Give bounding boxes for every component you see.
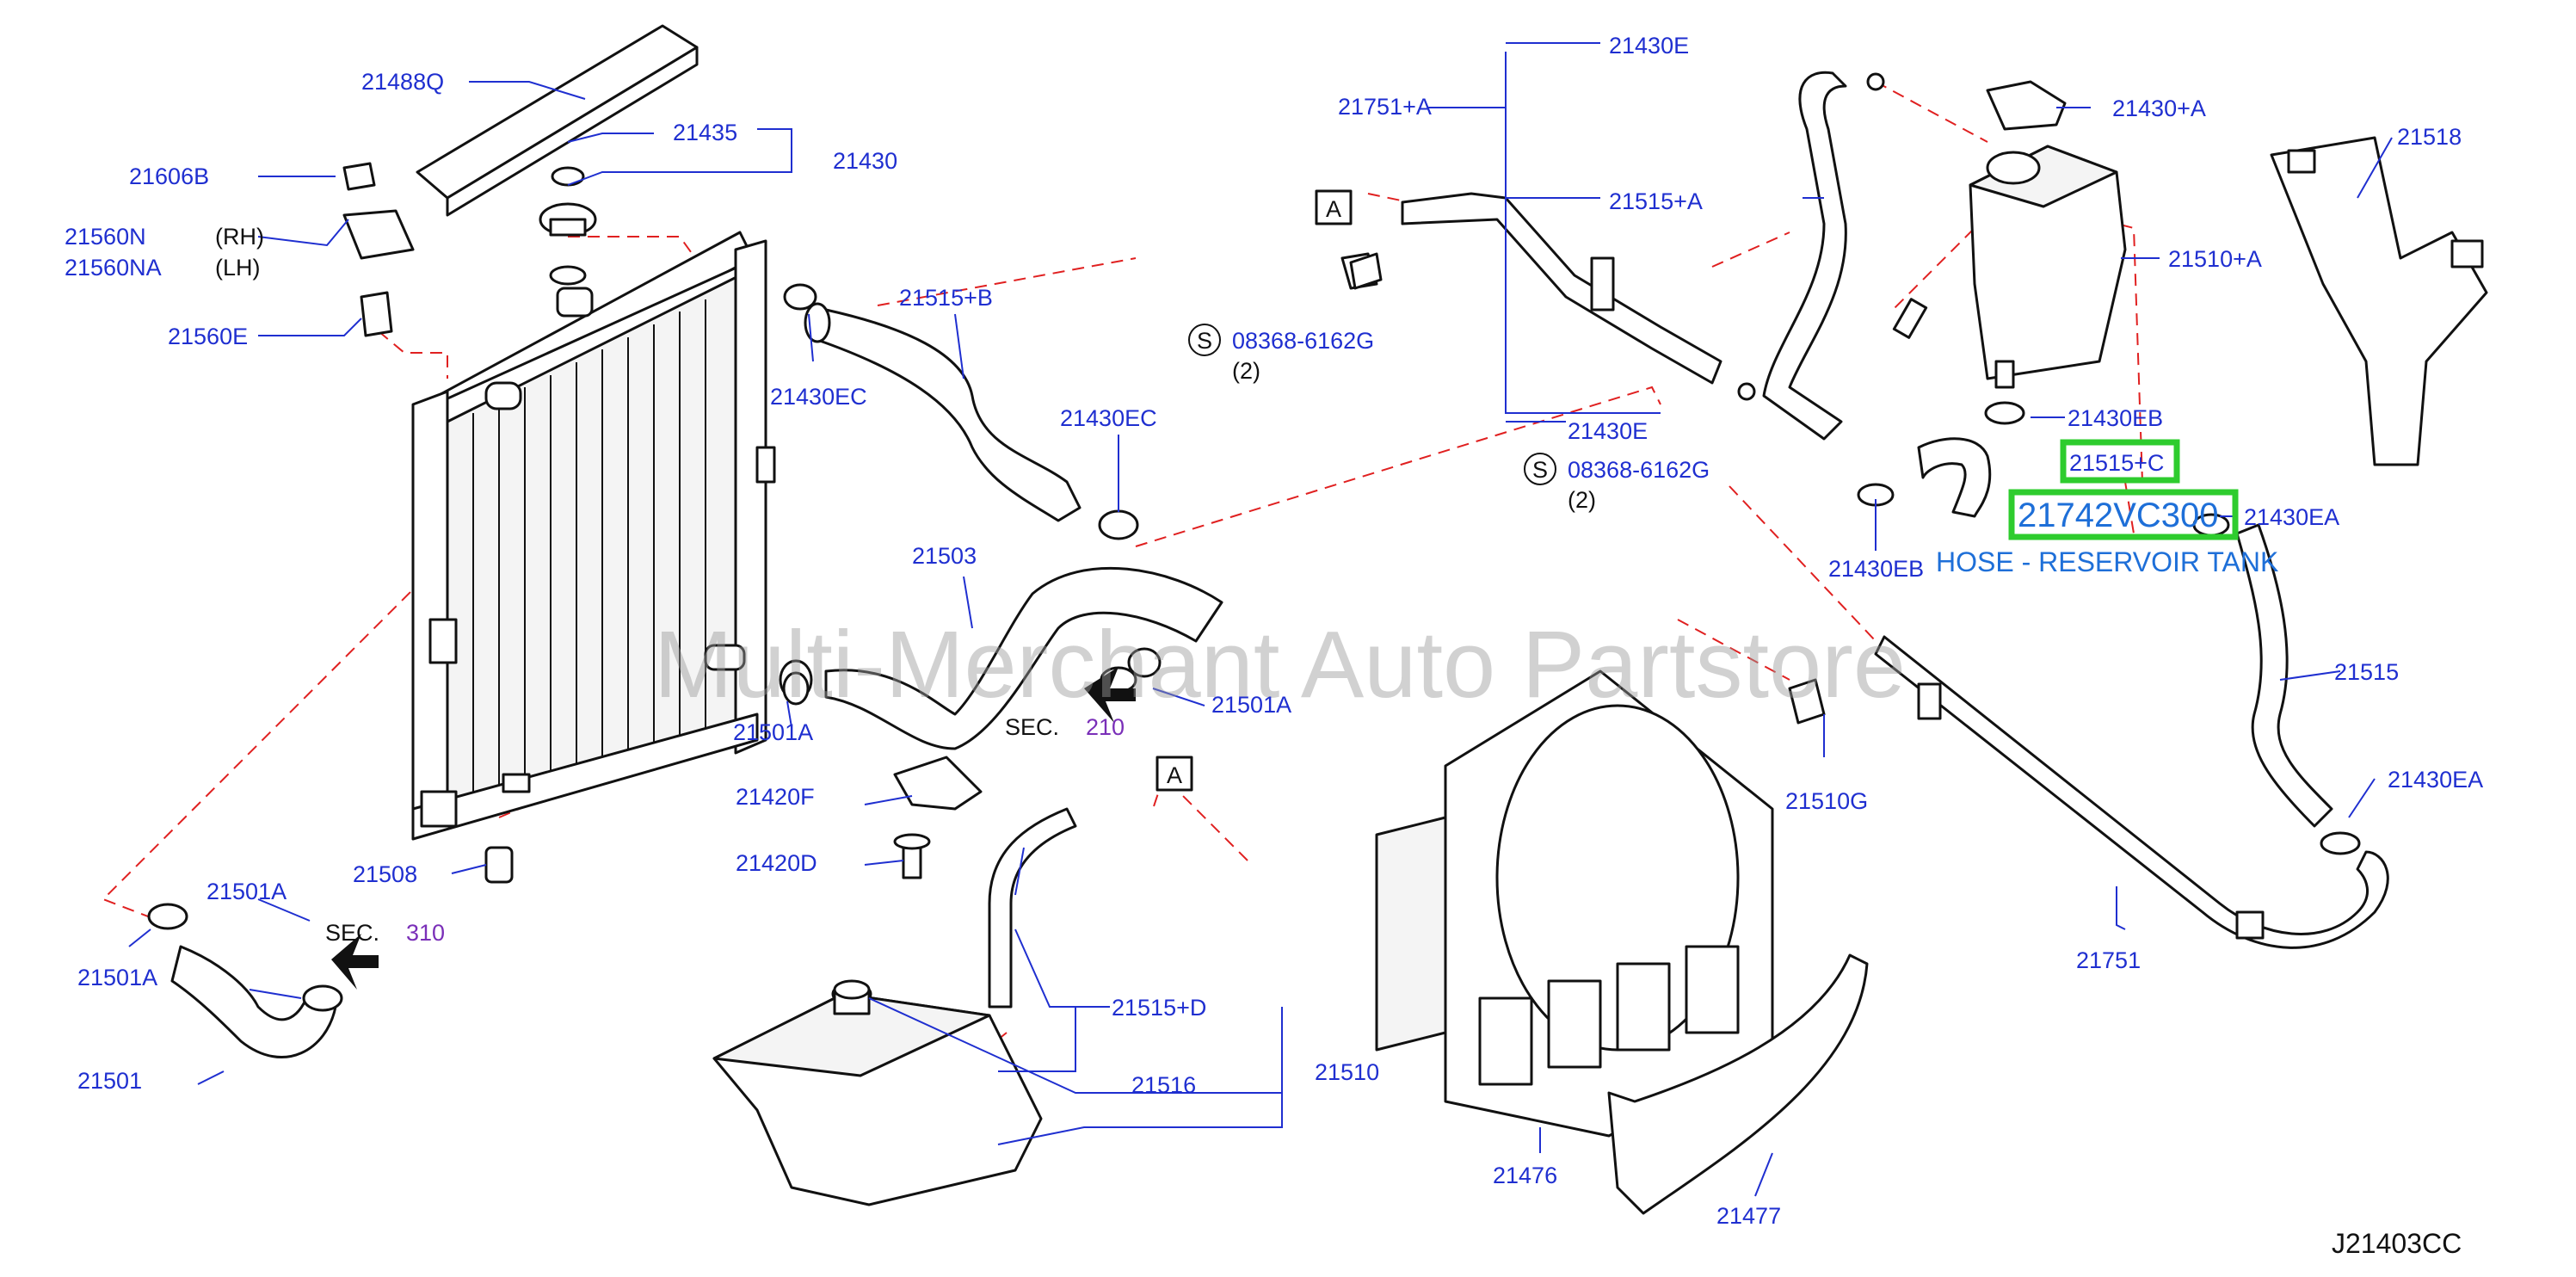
label-sec-210-number[interactable]: 210 [1086, 714, 1125, 740]
label-21430A[interactable]: 21430+A [2112, 96, 2206, 121]
lower-shroud [1607, 953, 1869, 1215]
label-21430E-top[interactable]: 21430E [1609, 33, 1689, 59]
reservoir-tank-lower [712, 979, 1043, 1206]
marker-a-top: A [1326, 196, 1341, 222]
part-labels: 21488Q 21435 21430 21606B 21560N (RH) 21… [65, 33, 2483, 1229]
reservoir-tank-upper [1969, 80, 2127, 389]
diagram-code: J21403CC [2332, 1228, 2462, 1259]
bolt-callouts: S 08368-6162G (2) S 08368-6162G (2) [1188, 324, 1710, 513]
label-21501A-lower-left[interactable]: 21501A [77, 965, 157, 990]
lower-left-hose [147, 903, 343, 1058]
overflow-hose [988, 807, 1077, 1009]
vent-hose-tall [1737, 71, 1885, 441]
highlight-description: HOSE - RESERVOIR TANK [1936, 546, 2278, 577]
label-21510[interactable]: 21510 [1315, 1059, 1379, 1085]
label-21501A-lower-mid[interactable]: 21501A [206, 879, 287, 904]
leader-lines [128, 42, 2393, 1197]
label-sec-210: SEC. [1005, 714, 1059, 740]
radiator-seal [416, 24, 699, 217]
highlight-ref-box[interactable] [2060, 439, 2180, 484]
label-bolt-top[interactable]: 08368-6162G [1232, 328, 1374, 354]
label-21515[interactable]: 21515 [2334, 659, 2399, 685]
fan-shroud [1375, 669, 1774, 1138]
center-pipe-assembly [1340, 192, 1722, 385]
highlighted-part-callout[interactable]: 21515+C 21742VC300 HOSE - RESERVOIR TANK [1936, 450, 2278, 577]
label-lh: (LH) [215, 255, 261, 281]
label-21751A[interactable]: 21751+A [1338, 94, 1432, 120]
label-bolt-bottom[interactable]: 08368-6162G [1568, 457, 1710, 483]
label-21435[interactable]: 21435 [673, 120, 737, 145]
label-21430E-bottom[interactable]: 21430E [1568, 418, 1648, 444]
label-bolt-bottom-qty: (2) [1568, 487, 1596, 513]
upper-hose [783, 283, 1139, 540]
highlight-part-number[interactable]: 21742VC300 [2018, 497, 2219, 534]
label-21515A[interactable]: 21515+A [1609, 188, 1703, 214]
long-hose [2235, 523, 2333, 828]
label-21501A-center[interactable]: 21501A [733, 719, 813, 745]
label-21515D[interactable]: 21515+D [1112, 995, 1206, 1021]
sec-arrows [331, 667, 1136, 990]
radiator-cap [539, 166, 597, 237]
label-21510G[interactable]: 21510G [1785, 788, 1868, 814]
label-21503[interactable]: 21503 [912, 543, 977, 569]
label-21508[interactable]: 21508 [353, 861, 417, 887]
highlight-part-box[interactable] [2008, 489, 2239, 540]
label-21515B[interactable]: 21515+B [899, 285, 993, 311]
bolt-s-symbol-top: S [1197, 328, 1212, 354]
label-sec-310: SEC. [325, 920, 379, 946]
label-21518[interactable]: 21518 [2397, 124, 2462, 150]
label-21560N[interactable]: 21560N [65, 224, 146, 250]
label-21488Q[interactable]: 21488Q [361, 69, 444, 95]
label-21430EB-left[interactable]: 21430EB [1828, 556, 1924, 582]
watermark: Multi-Merchant Auto Partstore [654, 612, 1906, 718]
label-21560NA[interactable]: 21560NA [65, 255, 162, 281]
marker-a-bottom: A [1167, 762, 1182, 788]
label-21476[interactable]: 21476 [1493, 1163, 1557, 1188]
tank-bracket [2270, 136, 2488, 466]
label-21430[interactable]: 21430 [833, 148, 897, 174]
label-21430EC-right[interactable]: 21430EC [1060, 405, 1157, 431]
label-21606B[interactable]: 21606B [129, 163, 209, 189]
label-21751[interactable]: 21751 [2076, 947, 2141, 973]
hose-bracket [893, 756, 983, 879]
radiator [411, 231, 776, 841]
label-21501A-right[interactable]: 21501A [1211, 692, 1291, 718]
label-21477[interactable]: 21477 [1716, 1203, 1781, 1229]
label-21501[interactable]: 21501 [77, 1068, 142, 1094]
label-rh: (RH) [215, 224, 264, 250]
label-bolt-top-qty: (2) [1232, 358, 1260, 384]
overflow-tube [1874, 635, 2389, 949]
label-21420F[interactable]: 21420F [736, 784, 815, 810]
bolt-s-symbol-bottom: S [1532, 457, 1548, 483]
reference-markers: A A [1156, 189, 1353, 792]
drain-plug [484, 846, 514, 884]
label-21430EC-left[interactable]: 21430EC [770, 384, 867, 410]
screws [1349, 252, 1928, 725]
label-21430EA-lower[interactable]: 21430EA [2388, 767, 2483, 793]
label-sec-310-number[interactable]: 310 [406, 920, 445, 946]
mount-bracket-parts [342, 162, 415, 337]
label-21510A[interactable]: 21510+A [2168, 246, 2262, 272]
label-21430EA-upper[interactable]: 21430EA [2244, 504, 2339, 530]
highlight-ref-label[interactable]: 21515+C [2069, 450, 2164, 476]
label-21560E[interactable]: 21560E [168, 324, 248, 349]
label-21420D[interactable]: 21420D [736, 850, 817, 876]
label-21430EB-right[interactable]: 21430EB [2068, 405, 2163, 431]
label-21516[interactable]: 21516 [1131, 1072, 1196, 1098]
reservoir-hose[interactable] [1917, 437, 1992, 518]
